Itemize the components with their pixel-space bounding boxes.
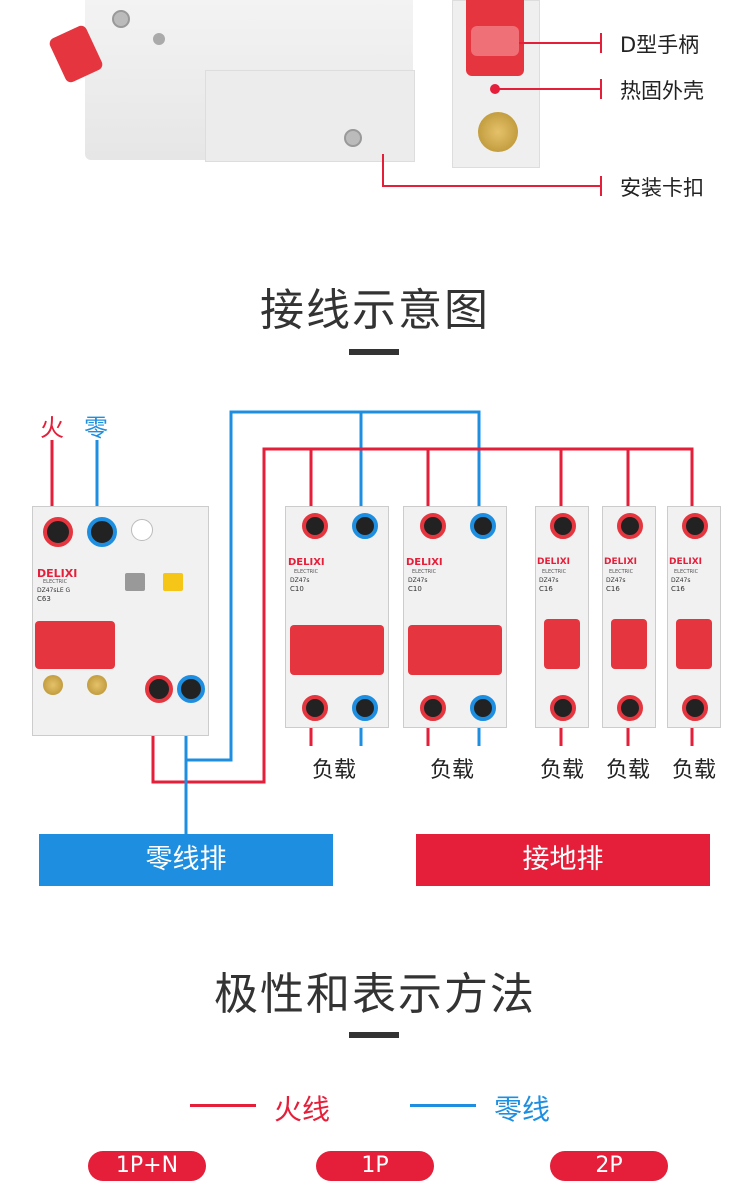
screw-icon (352, 695, 378, 721)
callout-handle: D型手柄 (620, 33, 700, 57)
breaker-sub: ELECTRIC (609, 569, 634, 575)
breaker-model: DZ47s (408, 577, 428, 584)
rcbo-brand: DELIXI (37, 567, 78, 580)
rcbo-device: DELIXI ELECTRIC DZ47sLE G C63 (32, 506, 209, 736)
breaker-rating: C10 (290, 585, 304, 593)
screw-icon (420, 695, 446, 721)
breaker-brand: DELIXI (537, 557, 570, 567)
breaker-handle (611, 619, 647, 669)
screw-icon (177, 675, 205, 703)
rcbo-sub: ELECTRIC (43, 579, 68, 585)
load-label: 负载 (672, 758, 717, 783)
callout-clip: 安装卡扣 (620, 176, 704, 200)
screw-icon (617, 695, 643, 721)
screw-icon (420, 513, 446, 539)
callout-line-vertical (382, 154, 384, 186)
breaker-sub: ELECTRIC (542, 569, 567, 575)
breaker-brand: DELIXI (669, 557, 702, 567)
legend-neutral-label: 零线 (494, 1093, 551, 1126)
section-title-polarity: 极性和表示方法 (214, 969, 536, 1020)
rcbo-reset-button (163, 573, 183, 591)
screw-icon (344, 129, 362, 147)
breaker-2p: DELIXI ELECTRIC DZ47s C10 (285, 506, 389, 728)
screw-icon (145, 675, 173, 703)
breaker-brand: DELIXI (288, 557, 325, 568)
breaker-brand: DELIXI (406, 557, 443, 568)
breaker-rating: C16 (671, 585, 685, 593)
breaker-handle (544, 619, 580, 669)
rcbo-test-button (125, 573, 145, 591)
screw-icon (43, 675, 63, 695)
breaker-handle (408, 625, 502, 675)
wire-live-trunk (151, 447, 694, 784)
legend-live-label: 火线 (274, 1093, 331, 1126)
screw-icon (470, 513, 496, 539)
callout-tick (600, 176, 602, 196)
pill-2p: 2P (550, 1151, 668, 1181)
screw-icon (682, 513, 708, 539)
breaker-rating: C16 (539, 585, 553, 593)
screw-icon (352, 513, 378, 539)
product-breaker-lower (205, 70, 415, 162)
callout-tick (600, 33, 602, 53)
screw-icon (682, 695, 708, 721)
wire-neutral-trunk (184, 410, 481, 762)
breaker-model: DZ47s (671, 577, 691, 584)
screw-icon (87, 517, 117, 547)
screw-icon (550, 513, 576, 539)
load-label: 负载 (312, 758, 357, 783)
callout-line (382, 185, 601, 187)
callout-line (519, 42, 601, 44)
breaker-model: DZ47s (539, 577, 559, 584)
zero-label: 零 (84, 414, 108, 442)
screw-icon (302, 513, 328, 539)
breaker-rating: C10 (408, 585, 422, 593)
ground-bus: 接地排 (416, 834, 710, 886)
breaker-sub: ELECTRIC (674, 569, 699, 575)
breaker-sub: ELECTRIC (294, 569, 319, 575)
callout-tick (600, 79, 602, 99)
screw-icon (153, 33, 165, 45)
pill-1p: 1P (316, 1151, 434, 1181)
breaker-1p: DELIXI ELECTRIC DZ47s C16 (535, 506, 589, 728)
breaker-handle (676, 619, 712, 669)
load-label: 负载 (430, 758, 475, 783)
rcbo-model: DZ47sLE G (37, 587, 71, 594)
load-label: 负载 (540, 758, 585, 783)
breaker-brand: DELIXI (604, 557, 637, 567)
callout-dot (490, 84, 500, 94)
title-underline (349, 1032, 399, 1038)
screw-icon (478, 112, 518, 152)
screw-icon (550, 695, 576, 721)
rcbo-indicator (131, 519, 153, 541)
legend-live-line (190, 1104, 256, 1107)
breaker-model: DZ47s (290, 577, 310, 584)
fire-label: 火 (40, 414, 64, 442)
neutral-bus: 零线排 (39, 834, 333, 886)
rcbo-handle (35, 621, 115, 669)
screw-icon (302, 695, 328, 721)
pill-1p-n: 1P+N (88, 1151, 206, 1181)
screw-icon (43, 517, 73, 547)
screw-icon (87, 675, 107, 695)
screw-icon (470, 695, 496, 721)
section-title-wiring: 接线示意图 (260, 285, 490, 336)
screw-icon (112, 10, 130, 28)
breaker-model: DZ47s (606, 577, 626, 584)
load-label: 负载 (606, 758, 651, 783)
screw-icon (617, 513, 643, 539)
title-underline (349, 349, 399, 355)
product-side-handle-cap (471, 26, 519, 56)
breaker-2p: DELIXI ELECTRIC DZ47s C10 (403, 506, 507, 728)
legend-neutral-line (410, 1104, 476, 1107)
breaker-1p: DELIXI ELECTRIC DZ47s C16 (602, 506, 656, 728)
breaker-1p: DELIXI ELECTRIC DZ47s C16 (667, 506, 721, 728)
callout-line (495, 88, 601, 90)
rcbo-rating: C63 (37, 595, 51, 603)
breaker-sub: ELECTRIC (412, 569, 437, 575)
breaker-rating: C16 (606, 585, 620, 593)
breaker-handle (290, 625, 384, 675)
callout-shell: 热固外壳 (620, 79, 704, 103)
